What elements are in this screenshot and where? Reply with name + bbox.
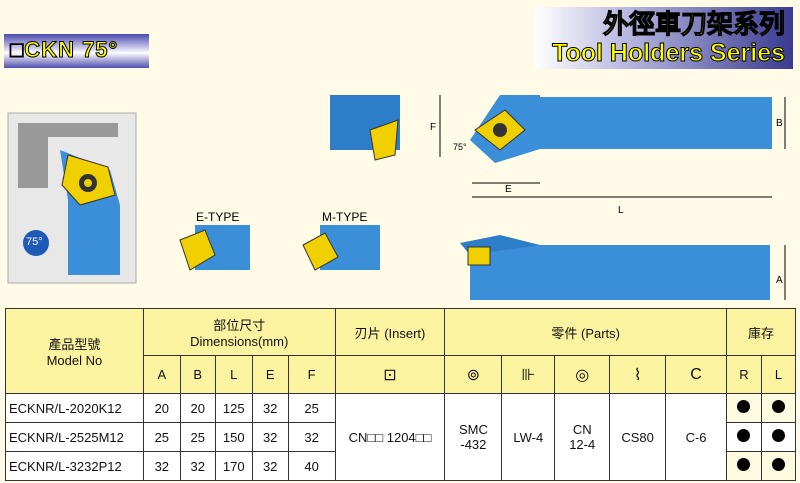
part-c-ring: C-6 xyxy=(665,393,727,481)
tool-diagrams xyxy=(7,95,786,300)
dim-a: A xyxy=(776,275,783,286)
insert-header: 刃片 (Insert) xyxy=(334,308,446,356)
part-shim: SMC -432 xyxy=(444,393,503,481)
spring-icon: ⌇ xyxy=(609,355,667,394)
model-cell: ECKNR/L-3232P12 xyxy=(5,451,144,481)
col-b: B xyxy=(179,355,216,394)
dim-angle: 75° xyxy=(453,142,467,152)
insert-icon: ⊡ xyxy=(334,355,446,394)
model-cell: ECKNR/L-2525M12 xyxy=(5,422,144,452)
part-clamp: CN 12-4 xyxy=(554,393,611,481)
stock-dot xyxy=(771,429,785,442)
clamp-icon: ◎ xyxy=(554,355,611,394)
shim-icon: ⊚ xyxy=(444,355,503,394)
model-cell: ECKNR/L-2020K12 xyxy=(5,393,144,423)
m-type-label: M-TYPE xyxy=(322,210,368,224)
dim-e: E xyxy=(505,184,512,195)
stock-header: 庫存 xyxy=(726,308,796,356)
parts-header: 零件 (Parts) xyxy=(444,308,727,356)
top-view-diagram xyxy=(330,95,786,198)
e-type-label: E-TYPE xyxy=(196,210,240,224)
approach-angle-diagram xyxy=(7,112,137,284)
stock-dot xyxy=(737,400,751,413)
stock-dot xyxy=(771,400,785,413)
part-screw: LW-4 xyxy=(501,393,556,481)
stock-dot xyxy=(771,458,785,471)
side-view-diagram xyxy=(460,235,786,300)
col-a: A xyxy=(142,355,181,394)
dim-b: B xyxy=(776,118,783,129)
series-title-en: Tool Holders Series xyxy=(552,39,786,68)
series-title-cn: 外徑車刀架系列 xyxy=(602,9,785,40)
dim-f: F xyxy=(430,122,437,133)
m-type-diagram xyxy=(302,225,380,271)
series-title: 外徑車刀架系列 Tool Holders Series xyxy=(535,7,793,69)
stock-dot xyxy=(737,429,751,442)
c-ring-icon: C xyxy=(665,355,727,394)
stock-dot xyxy=(737,458,751,471)
series-badge: □CKN 75° xyxy=(4,34,149,68)
col-l-stock: L xyxy=(760,355,797,394)
screw-icon: ⊪ xyxy=(501,355,556,394)
e-type-diagram xyxy=(179,225,250,271)
col-r: R xyxy=(726,355,762,394)
col-l: L xyxy=(214,355,253,394)
col-e: E xyxy=(251,355,289,394)
part-spring: CS80 xyxy=(609,393,667,481)
col-f: F xyxy=(287,355,336,394)
insert-value: CN□□ 1204□□ xyxy=(334,393,446,481)
dim-l: L xyxy=(618,205,624,216)
angle-badge: 75° xyxy=(26,236,43,248)
